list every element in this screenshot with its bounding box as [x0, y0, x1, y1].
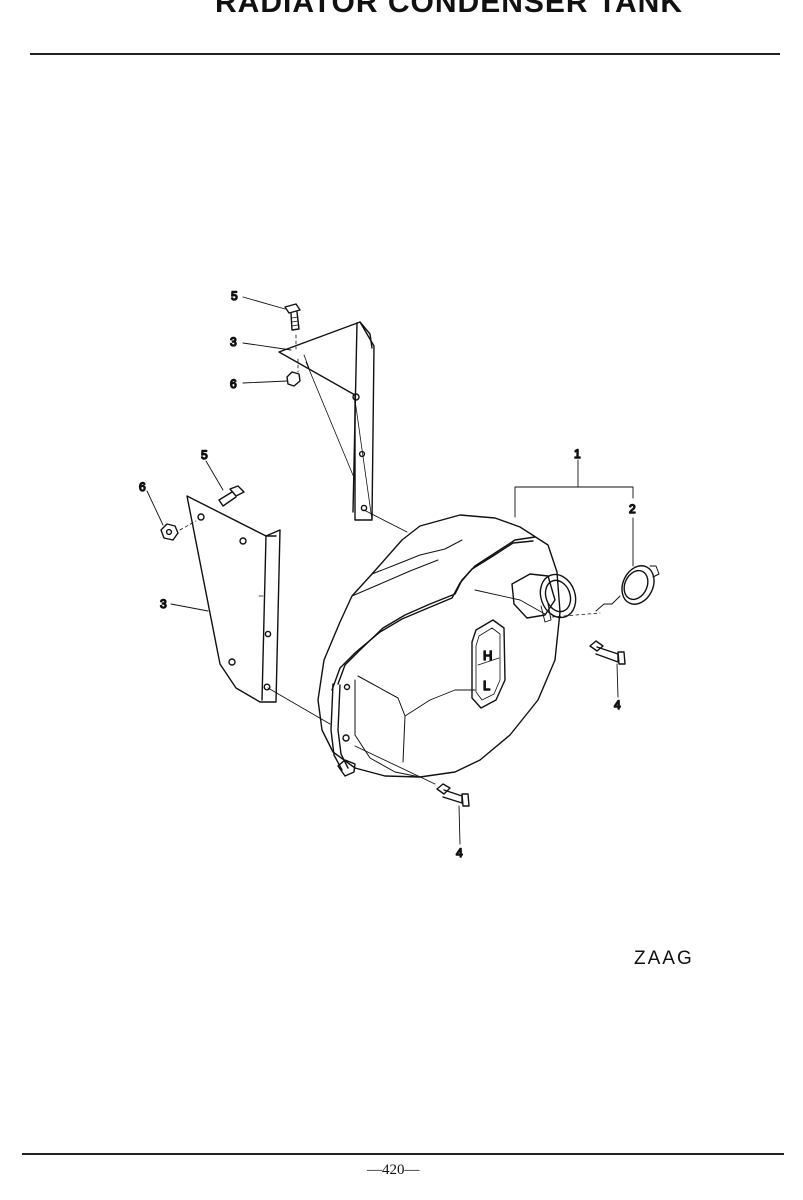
lower-bracket	[186, 495, 281, 703]
leader-lines	[146, 296, 634, 845]
page-title: RADIATOR CONDENSER TANK	[0, 0, 803, 16]
bolt-lower	[218, 485, 245, 507]
callout-6-lower: 6	[139, 480, 146, 494]
callout-5-upper: 5	[231, 289, 238, 303]
nut-upper	[286, 371, 301, 387]
callout-4-bottom: 4	[456, 846, 463, 860]
nut-lower	[160, 523, 179, 541]
filler-cap	[621, 565, 660, 605]
callout-4-right: 4	[614, 698, 621, 712]
bolt-upper	[284, 303, 301, 331]
condenser-tank	[317, 514, 621, 778]
callout-6-upper: 6	[230, 377, 237, 391]
bolt-bottom	[436, 783, 470, 807]
page-number: —420—	[367, 1162, 420, 1178]
gauge-high-label: H	[483, 648, 492, 663]
drawing-code: ZAAG	[634, 948, 694, 969]
callout-5-lower: 5	[201, 448, 208, 462]
bottom-divider	[22, 1153, 784, 1155]
callout-3-upper: 3	[230, 335, 237, 349]
callout-3-lower: 3	[160, 597, 167, 611]
page-title-text: RADIATOR CONDENSER TANK	[215, 0, 683, 16]
upper-bracket	[278, 321, 408, 533]
top-divider	[30, 53, 780, 55]
bolt-right	[589, 640, 626, 665]
gauge-low-label: L	[483, 678, 490, 693]
callout-1: 1	[574, 447, 581, 461]
callout-2: 2	[629, 502, 636, 516]
